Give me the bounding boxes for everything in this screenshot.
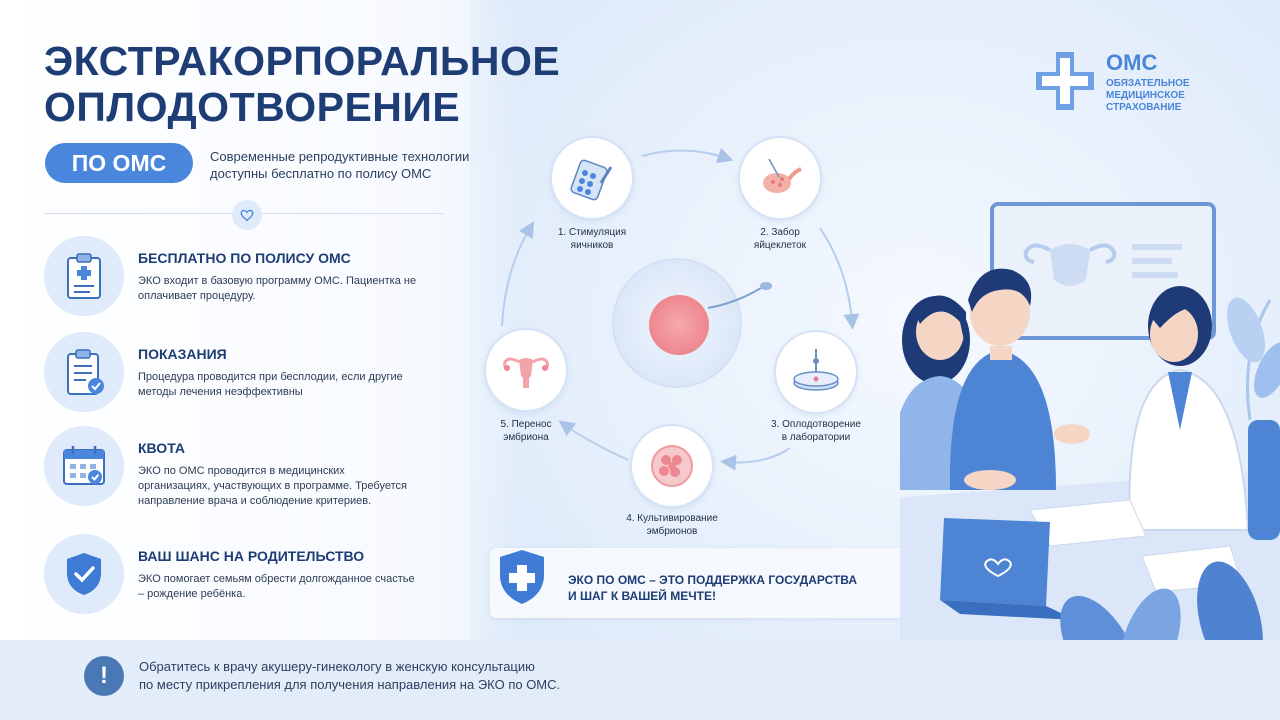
checklist-icon (44, 332, 124, 412)
feature-title: БЕСПЛАТНО ПО ПОЛИСУ ОМС (138, 250, 351, 266)
step-stimulation-icon (550, 136, 634, 220)
step-2-label: 2. Забор яйцеклеток (728, 226, 832, 252)
left-background (0, 0, 520, 640)
step-1-line-1: 1. Стимуляция (557, 227, 627, 238)
oms-pill-badge: ПО ОМС (45, 143, 193, 183)
feature-desc: ЭКО по ОМС проводится в медицинских орга… (138, 465, 407, 507)
page-title: ЭКСТРАКОРПОРАЛЬНОЕ ОПЛОДОТВОРЕНИЕ (44, 38, 560, 130)
clipboard-medical-icon (44, 236, 124, 316)
step-3-line-1: 3. Оплодотворение (771, 419, 861, 430)
state-support-callout: ЭКО ПО ОМС – ЭТО ПОДДЕРЖКА ГОСУДАРСТВА И… (490, 548, 905, 618)
footer-bar (0, 640, 1280, 720)
footer-text: Обратитесь к врачу акушеру-гинекологу в … (139, 658, 659, 694)
consultation-illustration (900, 202, 1280, 670)
logo-line-2: МЕДИЦИНСКОЕ (1106, 90, 1185, 101)
feature-desc: ЭКО помогает семьям обрести долгожданное… (138, 573, 415, 600)
exclamation-icon: ! (84, 656, 124, 696)
logo-line-3: СТРАХОВАНИЕ (1106, 102, 1182, 113)
feature-free: БЕСПЛАТНО ПО ПОЛИСУ ОМС ЭКО входит в баз… (44, 236, 484, 316)
shield-cross-icon (500, 550, 544, 604)
callout-text: ЭКО ПО ОМС – ЭТО ПОДДЕРЖКА ГОСУДАРСТВА И… (568, 572, 857, 604)
step-4-line-1: 4. Культивирование (626, 513, 718, 524)
step-4-line-2: эмбрионов (646, 526, 698, 537)
shield-check-icon (44, 534, 124, 614)
title-line-1: ЭКСТРАКОРПОРАЛЬНОЕ (44, 38, 561, 84)
footer-line-2: по месту прикрепления для получения напр… (139, 677, 561, 692)
footer-line-1: Обратитесь к врачу акушеру-гинекологу в … (139, 659, 535, 674)
step-2-line-2: яйцеклеток (753, 240, 807, 251)
step-1-line-2: яичников (570, 240, 614, 251)
feature-chance: ВАШ ШАНС НА РОДИТЕЛЬСТВО ЭКО помогает се… (44, 534, 484, 614)
feature-title: КВОТА (138, 440, 185, 456)
heart-icon (232, 200, 262, 230)
step-fertilization-icon (774, 330, 858, 414)
feature-title: ВАШ ШАНС НА РОДИТЕЛЬСТВО (138, 548, 365, 564)
medical-cross-icon (1036, 52, 1094, 110)
egg-cell-illustration (612, 258, 772, 388)
subtitle: Современные репродуктивные технологии до… (210, 149, 470, 181)
logo-line-1: ОБЯЗАТЕЛЬНОЕ (1106, 78, 1190, 89)
step-1-label: 1. Стимуляция яичников (540, 226, 644, 252)
step-retrieval-icon (738, 136, 822, 220)
feature-title: ПОКАЗАНИЯ (138, 346, 227, 362)
feature-indications: ПОКАЗАНИЯ Процедура проводится при беспл… (44, 332, 484, 412)
feature-desc: Процедура проводится при бесплодии, если… (138, 371, 403, 398)
step-3-line-2: в лаборатории (781, 432, 851, 443)
step-2-line-1: 2. Забор (760, 227, 800, 238)
step-5-label: 5. Перенос эмбриона (472, 418, 580, 444)
logo-name: ОМС (1106, 50, 1158, 75)
step-3-label: 3. Оплодотворение в лаборатории (756, 418, 876, 444)
feature-desc: ЭКО входит в базовую программу ОМС. Паци… (138, 275, 417, 302)
feature-quota: КВОТА ЭКО по ОМС проводится в медицински… (44, 426, 484, 507)
callout-line-1: ЭКО ПО ОМС – ЭТО ПОДДЕРЖКА ГОСУДАРСТВА (568, 573, 858, 587)
title-line-2: ОПЛОДОТВОРЕНИЕ (44, 84, 461, 130)
step-4-label: 4. Культивирование эмбрионов (602, 512, 742, 538)
oms-logo: ОМС ОБЯЗАТЕЛЬНОЕ МЕДИЦИНСКОЕ СТРАХОВАНИЕ (1034, 50, 1244, 120)
step-transfer-icon (484, 328, 568, 412)
logo-subtitle: ОБЯЗАТЕЛЬНОЕ МЕДИЦИНСКОЕ СТРАХОВАНИЕ (1106, 78, 1226, 114)
step-5-line-2: эмбриона (503, 432, 549, 443)
calendar-icon (44, 426, 124, 506)
step-5-line-1: 5. Перенос (500, 419, 552, 430)
callout-line-2: И ШАГ К ВАШЕЙ МЕЧТЕ! (568, 589, 716, 603)
step-cultivation-icon (630, 424, 714, 508)
